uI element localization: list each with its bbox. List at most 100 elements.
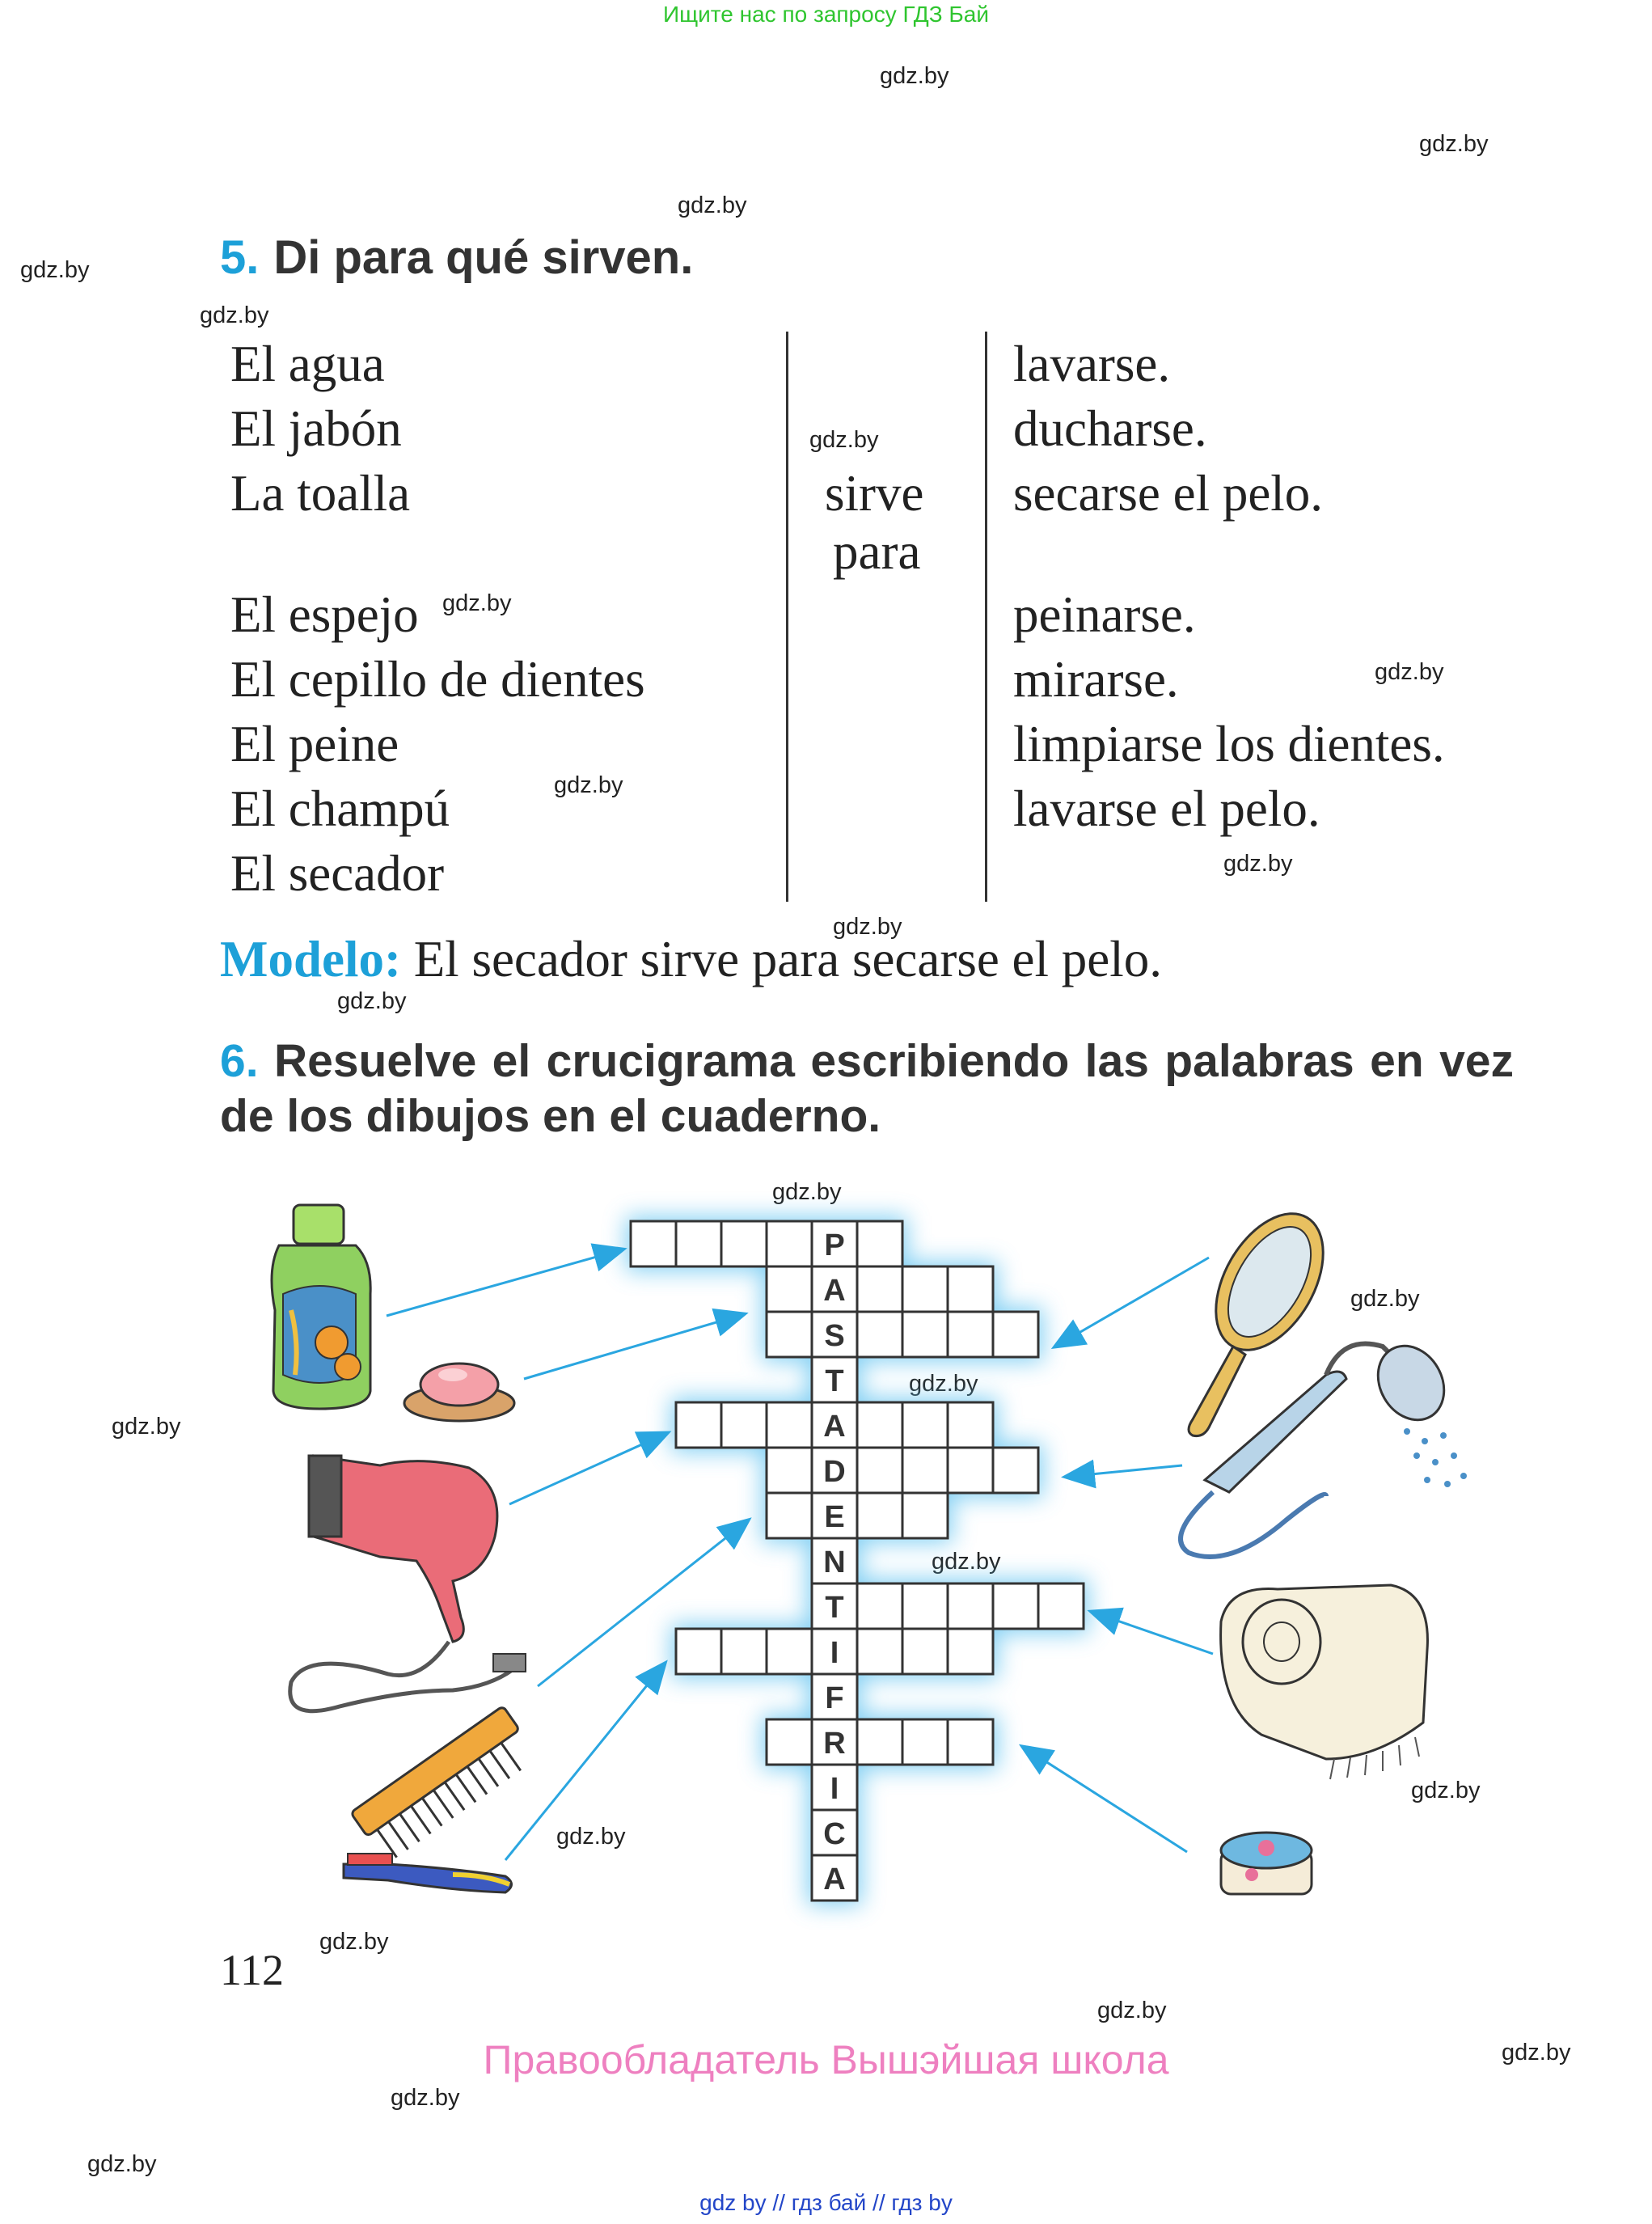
arrow: [1087, 1607, 1214, 1655]
arrow: [1018, 1744, 1188, 1854]
verb-sirve: sirve: [825, 465, 924, 522]
crossword-cell: [674, 1401, 723, 1449]
watermark: gdz.by: [337, 988, 407, 1014]
crossword-letter: F: [825, 1681, 843, 1715]
crossword-cell: [765, 1265, 813, 1313]
subject-item: El cepillo de dientes: [230, 651, 645, 708]
watermark: gdz.by: [20, 257, 90, 283]
comb-picture: [351, 1706, 522, 1858]
crossword-cell: [765, 1446, 813, 1495]
watermark: gdz.by: [200, 302, 269, 328]
crossword-cell: [946, 1582, 995, 1630]
purpose-item: secarse el pelo.: [1013, 465, 1324, 522]
crossword-cell: [856, 1718, 904, 1766]
purpose-item: lavarse el pelo.: [1013, 780, 1320, 837]
crossword-cell: [991, 1446, 1040, 1495]
soap-picture: [403, 1362, 516, 1423]
crossword-cell: [946, 1718, 995, 1766]
watermark: gdz.by: [1097, 1998, 1167, 2023]
crossword-cell: [946, 1446, 995, 1495]
watermark: gdz.by: [554, 772, 623, 798]
crossword-letter: A: [823, 1862, 845, 1896]
subject-item: El jabón: [230, 400, 402, 457]
column-divider: [786, 332, 788, 902]
crossword-cell: [720, 1220, 768, 1268]
crossword-cell: [629, 1220, 678, 1268]
crossword-cell: [856, 1491, 904, 1540]
purpose-item: lavarse.: [1013, 336, 1171, 392]
crossword-cell: [901, 1310, 949, 1359]
crossword-cell: [901, 1491, 949, 1540]
crossword-letter: P: [824, 1228, 844, 1262]
subject-item: El espejo: [230, 586, 419, 643]
crossword-letter: A: [823, 1410, 845, 1444]
crossword-cell: [765, 1310, 813, 1359]
crossword-cell: [765, 1718, 813, 1766]
watermark: gdz.by: [556, 1824, 626, 1850]
subject-item: La toalla: [230, 465, 411, 522]
crossword-letter: D: [823, 1455, 845, 1489]
hand-mirror-picture: [1187, 1212, 1325, 1437]
watermark: gdz.by: [112, 1414, 181, 1440]
exercise-5-heading: 5.Di para qué sirven.: [220, 230, 693, 285]
crossword-cell: [674, 1220, 723, 1268]
crossword-cell: [810, 1672, 859, 1721]
arrow: [1061, 1459, 1183, 1489]
crossword-cell: [856, 1310, 904, 1359]
exercise-title: Resuelve el crucigrama escribiendo las p…: [220, 1035, 1514, 1142]
watermark: gdz.by: [809, 427, 879, 453]
crossword-letter: T: [825, 1364, 843, 1398]
crossword-letter: N: [823, 1545, 845, 1579]
crossword-cell: [946, 1627, 995, 1676]
crossword-cell: [901, 1446, 949, 1495]
watermark: gdz.by: [1419, 131, 1489, 157]
crossword-letter: C: [823, 1817, 845, 1851]
exercise-number: 5.: [220, 231, 260, 284]
crossword-cell: [856, 1582, 904, 1630]
arrow: [386, 1243, 627, 1317]
crossword-cell: [810, 1491, 859, 1540]
watermark: gdz.by: [833, 914, 902, 940]
watermark: gdz.by: [880, 63, 949, 89]
model-text: El secador sirve para secarse el pelo.: [400, 931, 1162, 987]
crossword-letter: E: [824, 1500, 844, 1534]
exercise-number: 6.: [220, 1035, 259, 1087]
watermark: gdz.by: [391, 2085, 460, 2111]
purpose-item: ducharse.: [1013, 400, 1207, 457]
crossword-letter: S: [824, 1319, 844, 1353]
watermark: gdz.by: [678, 192, 747, 218]
crossword-cell: [991, 1582, 1040, 1630]
crossword-letter: T: [825, 1591, 843, 1625]
watermark: gdz.by: [1411, 1778, 1481, 1803]
column-divider: [985, 332, 987, 902]
watermark: gdz.by: [932, 1549, 1001, 1575]
purpose-item: limpiarse los dientes.: [1013, 716, 1445, 772]
crossword-cell: [810, 1355, 859, 1404]
crossword-letter: I: [830, 1636, 839, 1670]
exercise-6-heading: 6. Resuelve el crucigrama escribiendo la…: [220, 1034, 1514, 1144]
footer-links[interactable]: gdz by // гдз бай // гдз by: [699, 2190, 953, 2215]
watermark: gdz.by: [1502, 2040, 1571, 2065]
crossword-cell: [810, 1854, 859, 1902]
watermark: gdz.by: [1350, 1286, 1420, 1312]
pointer-arrows: [386, 1243, 1214, 1861]
crossword-cell: [946, 1265, 995, 1313]
crossword-cell: [765, 1401, 813, 1449]
crossword-cell: [1037, 1582, 1085, 1630]
crossword-letter: A: [823, 1274, 845, 1308]
cream-jar-picture: [1219, 1831, 1313, 1896]
crossword-cell: [810, 1808, 859, 1857]
subject-item: El champú: [230, 780, 450, 837]
crossword-cell: [765, 1627, 813, 1676]
crossword-cell: [901, 1718, 949, 1766]
top-banner[interactable]: Ищите нас по запросу ГДЗ Бай: [662, 2, 990, 27]
subject-item: El agua: [230, 336, 385, 392]
watermark: gdz.by: [442, 590, 512, 616]
crossword-cell: [765, 1220, 813, 1268]
watermark: gdz.by: [1375, 659, 1444, 685]
watermark: gdz.by: [772, 1179, 842, 1205]
crossword-cell: [765, 1491, 813, 1540]
arrow: [523, 1308, 749, 1380]
crossword-cell: [856, 1627, 904, 1676]
exercise-title: Di para qué sirven.: [273, 231, 694, 284]
